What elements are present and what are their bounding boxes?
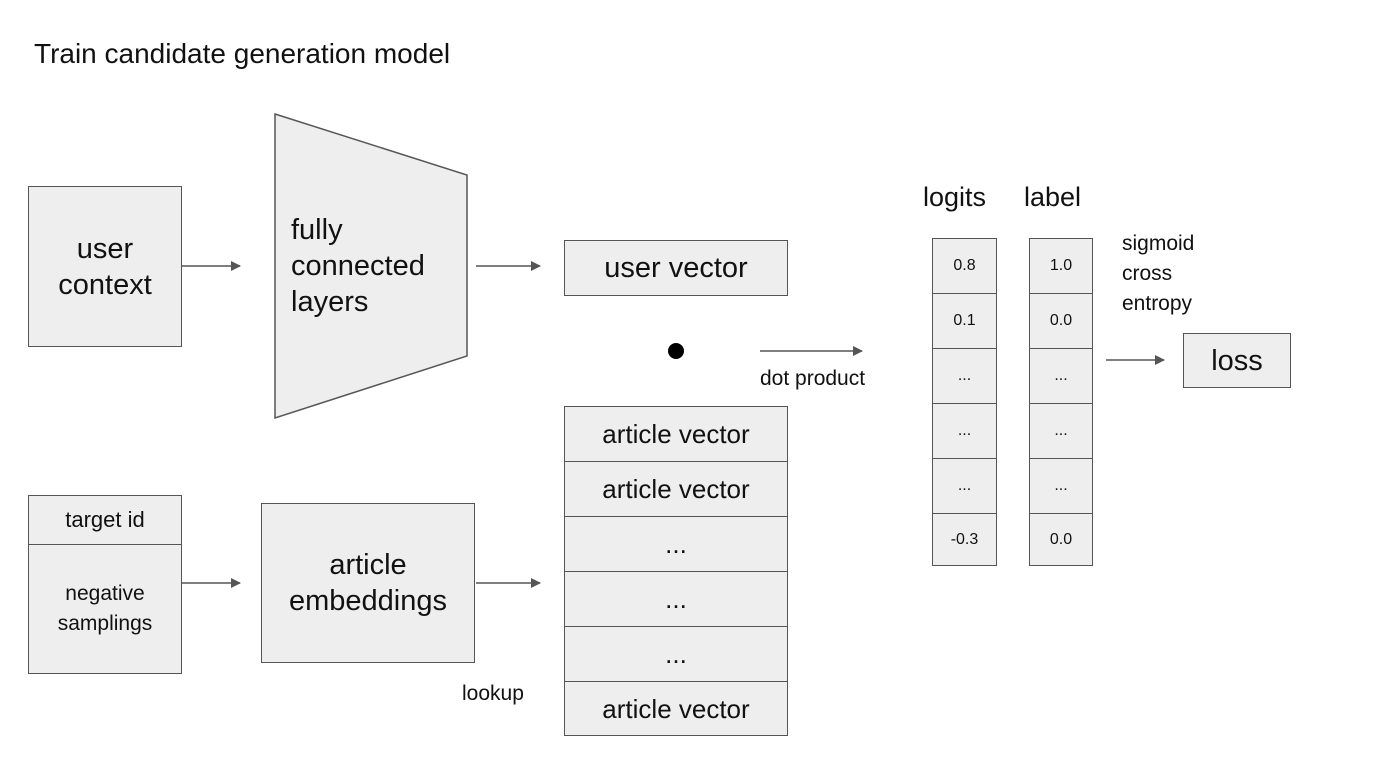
article-vector-cell: article vector	[564, 406, 788, 462]
label-cell: 0.0	[1029, 293, 1093, 349]
target-id-box: target id	[28, 495, 182, 545]
article-embeddings-box: article embeddings	[261, 503, 475, 663]
fully-connected-layers-label: fully connected layers	[291, 214, 425, 318]
fully-connected-layers-shape	[274, 112, 468, 420]
article-vector-cell: ...	[564, 626, 788, 682]
sigmoid-cross-entropy-label: sigmoid cross entropy	[1122, 232, 1195, 315]
article-vector-cell: ...	[564, 571, 788, 627]
logit-cell: ...	[932, 458, 997, 514]
label-header: label	[1024, 182, 1082, 212]
logit-cell: ...	[932, 403, 997, 459]
label-cell: 0.0	[1029, 513, 1093, 566]
label-cell: 1.0	[1029, 238, 1093, 294]
loss-box: loss	[1183, 333, 1291, 388]
lookup-label: lookup	[462, 682, 524, 705]
article-vector-cell: ...	[564, 516, 788, 572]
dot-product-icon	[668, 343, 684, 359]
user-vector-box: user vector	[564, 240, 788, 296]
article-vector-cell: article vector	[564, 681, 788, 736]
label-cell: ...	[1029, 403, 1093, 459]
logit-cell: 0.8	[932, 238, 997, 294]
user-context-box: user context	[28, 186, 182, 347]
logit-cell: ...	[932, 348, 997, 404]
article-vector-cell: article vector	[564, 461, 788, 517]
negative-samplings-box: negative samplings	[28, 544, 182, 674]
logit-cell: -0.3	[932, 513, 997, 566]
page-title: Train candidate generation model	[34, 38, 451, 69]
label-cell: ...	[1029, 458, 1093, 514]
label-cell: ...	[1029, 348, 1093, 404]
logit-cell: 0.1	[932, 293, 997, 349]
logits-header: logits	[923, 182, 987, 212]
dot-product-label: dot product	[760, 367, 866, 390]
